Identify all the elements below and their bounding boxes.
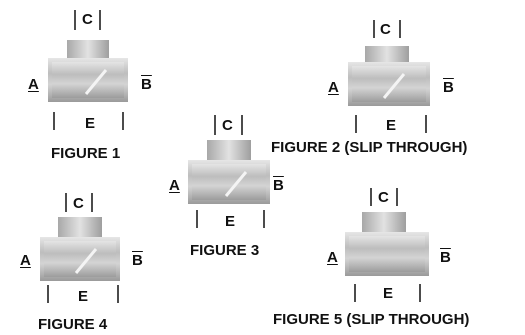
tee-fitting-icon	[188, 115, 270, 228]
figure-caption: FIGURE 3	[190, 242, 260, 259]
figure-4: C A B E FIGURE 4	[0, 185, 200, 335]
dim-a-label: A	[169, 177, 180, 194]
dim-c-label: C	[380, 21, 391, 38]
dim-b-label: B	[141, 76, 152, 93]
dim-e-label: E	[386, 117, 397, 134]
dim-b-label: B	[132, 252, 143, 269]
dim-c-label: C	[82, 11, 93, 28]
tee-fitting-icon	[40, 193, 120, 303]
dim-e-label: E	[383, 285, 394, 302]
figure-1: C A B E FIGURE 1	[0, 0, 200, 170]
dim-e-label: E	[85, 115, 96, 132]
tee-fitting-icon	[48, 10, 128, 130]
figure-caption: FIGURE 5 (SLIP THROUGH)	[273, 311, 470, 328]
dim-a-label: A	[28, 76, 39, 93]
dim-b-label: B	[443, 79, 454, 96]
figure-caption: FIGURE 4	[38, 316, 108, 333]
dim-b-label: B	[273, 177, 284, 194]
dim-b-label: B	[440, 249, 451, 266]
figure-2: C A B E	[300, 0, 525, 170]
dim-e-label: E	[225, 213, 236, 230]
dim-c-label: C	[378, 189, 389, 206]
dim-c-label: C	[222, 117, 233, 134]
dim-c-label: C	[73, 195, 84, 212]
tee-fitting-icon	[348, 20, 430, 133]
figure-3: C A B E FIGURE 3	[160, 110, 300, 260]
figure-caption: FIGURE 2 (SLIP THROUGH)	[271, 139, 468, 156]
dim-a-label: A	[328, 79, 339, 96]
dim-e-label: E	[78, 288, 89, 305]
figure-5: C A B E	[300, 180, 525, 335]
tee-fitting-icon	[345, 188, 429, 302]
dim-a-label: A	[20, 252, 31, 269]
figure-caption: FIGURE 1	[51, 145, 121, 162]
dim-a-label: A	[327, 249, 338, 266]
